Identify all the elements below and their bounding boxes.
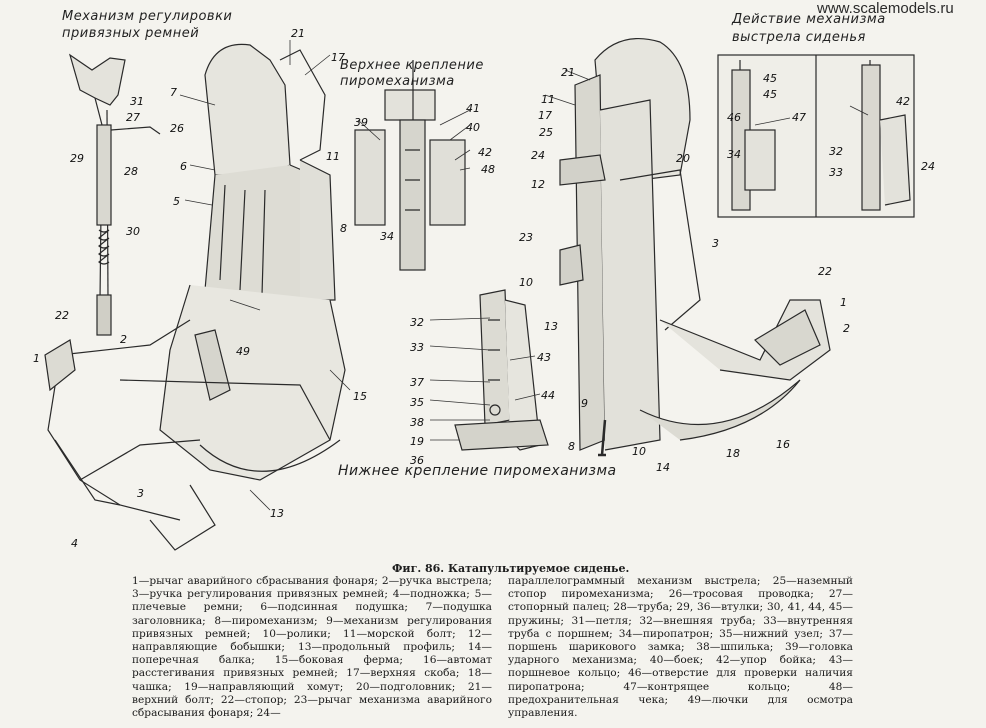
callout: 34 — [380, 230, 394, 243]
label-top-mount: Верхнее крепление пиромеханизма — [340, 58, 484, 89]
callout: 48 — [481, 163, 495, 176]
callout: 25 — [539, 126, 553, 139]
callout: 46 — [727, 111, 741, 124]
callout: 18 — [726, 447, 740, 460]
callout: 20 — [676, 152, 690, 165]
callout: 22 — [55, 309, 69, 322]
callout: 13 — [270, 507, 284, 520]
callout: 6 — [180, 160, 187, 173]
callout: 13 — [544, 320, 558, 333]
callout: 5 — [173, 195, 180, 208]
callout: 23 — [519, 231, 533, 244]
callout: 39 — [354, 116, 368, 129]
callout: 32 — [829, 145, 843, 158]
callout: 29 — [70, 152, 84, 165]
callout: 17 — [331, 51, 345, 64]
callout: 45 — [763, 72, 777, 85]
callout: 11 — [326, 150, 340, 163]
callout: 34 — [727, 148, 741, 161]
callout: 37 — [410, 376, 424, 389]
callout: 11 — [541, 93, 555, 106]
callout: 40 — [466, 121, 480, 134]
label-firing-action: Действие механизма выстрела сиденья — [732, 12, 886, 45]
callout: 47 — [792, 111, 806, 124]
watermark: www.scalemodels.ru — [817, 0, 954, 17]
callout: 3 — [712, 237, 719, 250]
callout: 16 — [776, 438, 790, 451]
callout: 27 — [126, 111, 140, 124]
callout: 45 — [763, 88, 777, 101]
callout: 2 — [120, 333, 127, 346]
callout: 38 — [410, 416, 424, 429]
seat-right-drawing — [559, 38, 831, 457]
callout: 24 — [531, 149, 545, 162]
callout: 8 — [340, 222, 347, 235]
label-belt-mechanism: Механизм регулировки привязных ремней — [62, 9, 233, 41]
top-mount-drawing — [354, 60, 466, 271]
callout: 15 — [353, 390, 367, 403]
callout: 49 — [236, 345, 250, 358]
seat-left-drawing — [44, 43, 346, 551]
callout: 21 — [291, 27, 305, 40]
callout: 36 — [410, 454, 424, 467]
firing-action-inset — [717, 54, 915, 218]
bottom-mount-drawing — [454, 289, 549, 451]
callout: 42 — [478, 146, 492, 159]
callout: 30 — [126, 225, 140, 238]
callout: 32 — [410, 316, 424, 329]
callout: 8 — [568, 440, 575, 453]
callout: 3 — [137, 487, 144, 500]
label-bottom-mount: Нижнее крепление пиромеханизма — [338, 463, 617, 479]
callout: 17 — [538, 109, 552, 122]
callout: 33 — [829, 166, 843, 179]
legend-right: параллелограммный механизм выстрела; 25—… — [508, 575, 853, 720]
callout: 7 — [170, 86, 177, 99]
callout: 41 — [466, 102, 480, 115]
legend-left: 1—рычаг аварийного сбрасывания фонаря; 2… — [132, 575, 492, 720]
callout: 12 — [531, 178, 545, 191]
callout: 10 — [632, 445, 646, 458]
callout: 4 — [71, 537, 78, 550]
callout: 19 — [410, 435, 424, 448]
callout: 33 — [410, 341, 424, 354]
belt-adjustment-drawing — [68, 53, 161, 336]
callout: 14 — [656, 461, 670, 474]
callout: 2 — [843, 322, 850, 335]
callout: 42 — [896, 95, 910, 108]
callout: 28 — [124, 165, 138, 178]
callout: 9 — [581, 397, 588, 410]
callout: 31 — [130, 95, 144, 108]
callout: 10 — [519, 276, 533, 289]
callout: 35 — [410, 396, 424, 409]
figure-title: Фиг. 86. Катапультируемое сиденье. — [392, 562, 630, 575]
callout: 22 — [818, 265, 832, 278]
callout: 21 — [561, 66, 575, 79]
callout: 24 — [921, 160, 935, 173]
callout: 44 — [541, 389, 555, 402]
callout: 1 — [840, 296, 847, 309]
callout: 26 — [170, 122, 184, 135]
callout: 43 — [537, 351, 551, 364]
callout: 1 — [33, 352, 40, 365]
